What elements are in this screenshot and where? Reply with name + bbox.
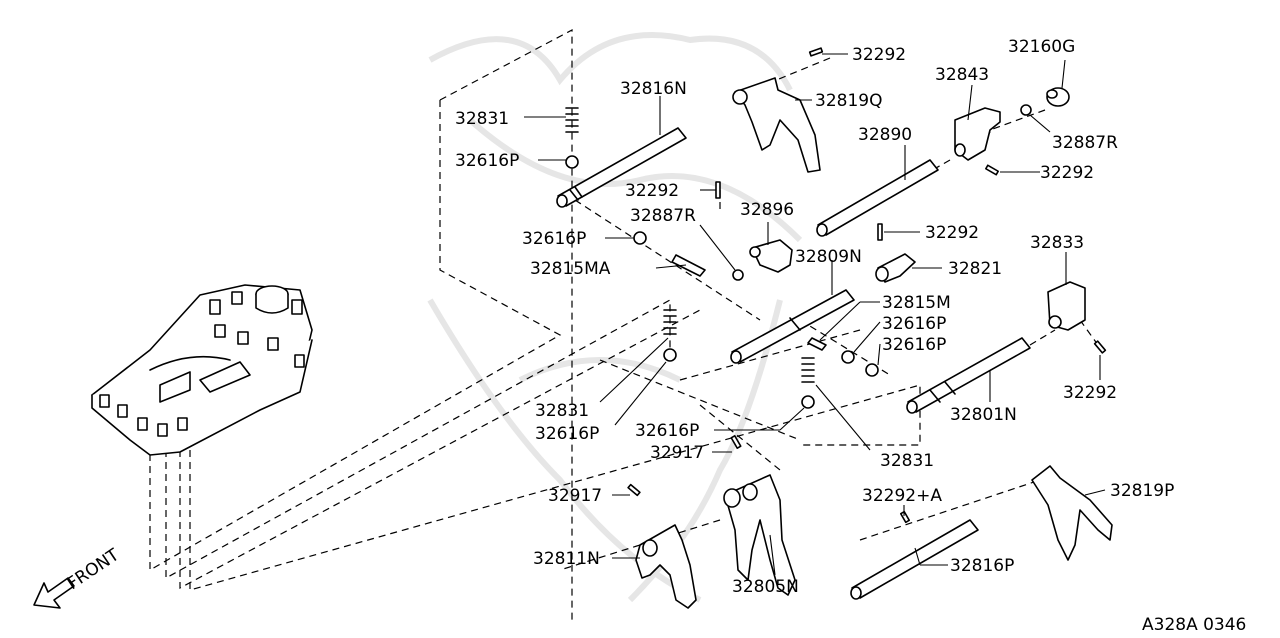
bushing-32160G [1046,87,1070,107]
spring-32831-middle [663,309,677,335]
transmission-housing [91,284,313,456]
callout-32831: 32831 [535,401,589,421]
callout-32843: 32843 [935,65,989,85]
arm-32896 [749,239,793,273]
callout-32616P: 32616P [882,335,946,355]
front-label: FRONT [64,545,124,594]
shift-rod-32816P [850,519,979,600]
callout-32616P: 32616P [882,314,946,334]
callout-32292+A: 32292+A [862,486,942,506]
callout-32917: 32917 [650,443,704,463]
callout-32831: 32831 [455,109,509,129]
callout-32616P: 32616P [522,229,586,249]
leader-lines [524,53,1106,576]
shift-fork-32819P [1031,465,1113,561]
callout-32890: 32890 [858,125,912,145]
shift-rod-32816N [556,127,687,208]
callout-32616P: 32616P [635,421,699,441]
callout-32917: 32917 [548,486,602,506]
callout-32887R: 32887R [630,206,696,226]
callout-32292: 32292 [1040,163,1094,183]
callout-32887R: 32887R [1052,133,1118,153]
spring-32831-lower [801,357,815,383]
shift-rod-32890 [816,159,939,237]
part-callouts: 32292 32160G 32843 32816N 32819Q 32831 3… [455,37,1174,597]
callout-32815MA: 32815MA [530,259,611,279]
callout-32292: 32292 [925,223,979,243]
callout-32833: 32833 [1030,233,1084,253]
callout-32292: 32292 [1063,383,1117,403]
callout-32816N: 32816N [620,79,687,99]
shift-fork-32811N [635,524,697,609]
callout-32816P: 32816P [950,556,1014,576]
callout-32616P: 32616P [535,424,599,444]
arm-32821 [875,253,916,283]
callout-32815M: 32815M [882,293,951,313]
shift-rod-32801N [906,337,1031,414]
bracket-32833 [1047,281,1086,331]
callout-32160G: 32160G [1008,37,1075,57]
spring-32831-top [565,107,579,133]
callout-32292: 32292 [625,181,679,201]
callout-32811N: 32811N [533,549,600,569]
callout-32292: 32292 [852,45,906,65]
callout-32819P: 32819P [1110,481,1174,501]
callout-32809N: 32809N [795,247,862,267]
shift-fork-32819Q [732,77,821,173]
callout-32896: 32896 [740,200,794,220]
callout-32821: 32821 [948,259,1002,279]
callout-32831: 32831 [880,451,934,471]
shift-fork-32805N [723,474,796,596]
callout-32801N: 32801N [950,405,1017,425]
callout-32616P: 32616P [455,151,519,171]
shift-rod-32809N [730,289,855,364]
callout-32805N: 32805N [732,577,799,597]
front-arrow: FRONT [33,545,124,609]
diagram-code: A328A 0346 [1142,615,1246,635]
small-parts [565,47,1107,524]
callout-32819Q: 32819Q [815,91,882,111]
bracket-32843 [954,107,1001,161]
